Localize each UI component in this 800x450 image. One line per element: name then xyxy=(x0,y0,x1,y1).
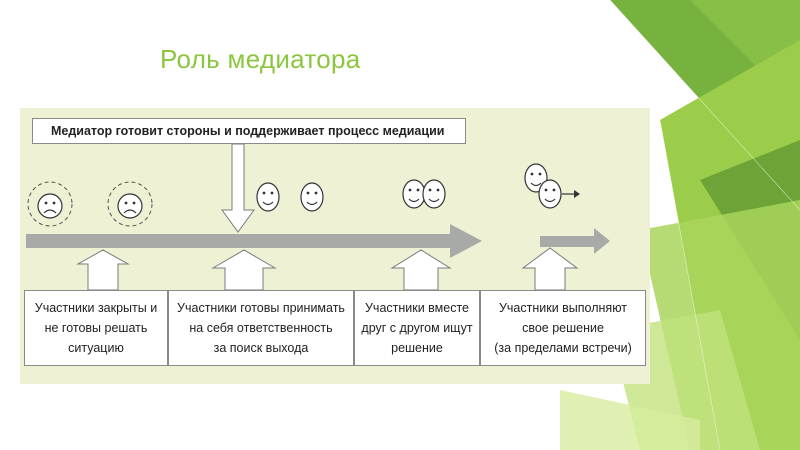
stage-2-label: Участники готовы принимать на себя ответ… xyxy=(168,290,354,366)
mediator-box: Медиатор готовит стороны и поддерживает … xyxy=(32,118,466,144)
smile-face-2 xyxy=(300,182,324,212)
together-faces xyxy=(402,179,446,209)
smile-face-1 xyxy=(256,182,280,212)
stage-4-label: Участники выполняют свое решение (за пре… xyxy=(480,290,646,366)
mediator-down-arrow xyxy=(221,143,255,233)
up-arrow-1 xyxy=(76,249,130,291)
stage-3-label: Участники вместе друг с другом ищут реше… xyxy=(354,290,480,366)
process-arrow xyxy=(26,224,482,258)
sad-face-1 xyxy=(27,181,73,227)
slide-title: Роль медиатора xyxy=(160,44,361,74)
up-arrow-4 xyxy=(521,247,579,291)
leaving-faces xyxy=(524,163,580,209)
sad-face-2 xyxy=(107,181,153,227)
up-arrow-3 xyxy=(390,249,452,291)
stage-1-label: Участники закрыты и не готовы решать сит… xyxy=(24,290,168,366)
mediation-diagram: Медиатор готовит стороны и поддерживает … xyxy=(20,108,650,384)
up-arrow-2 xyxy=(211,249,277,291)
after-arrow xyxy=(540,228,610,254)
